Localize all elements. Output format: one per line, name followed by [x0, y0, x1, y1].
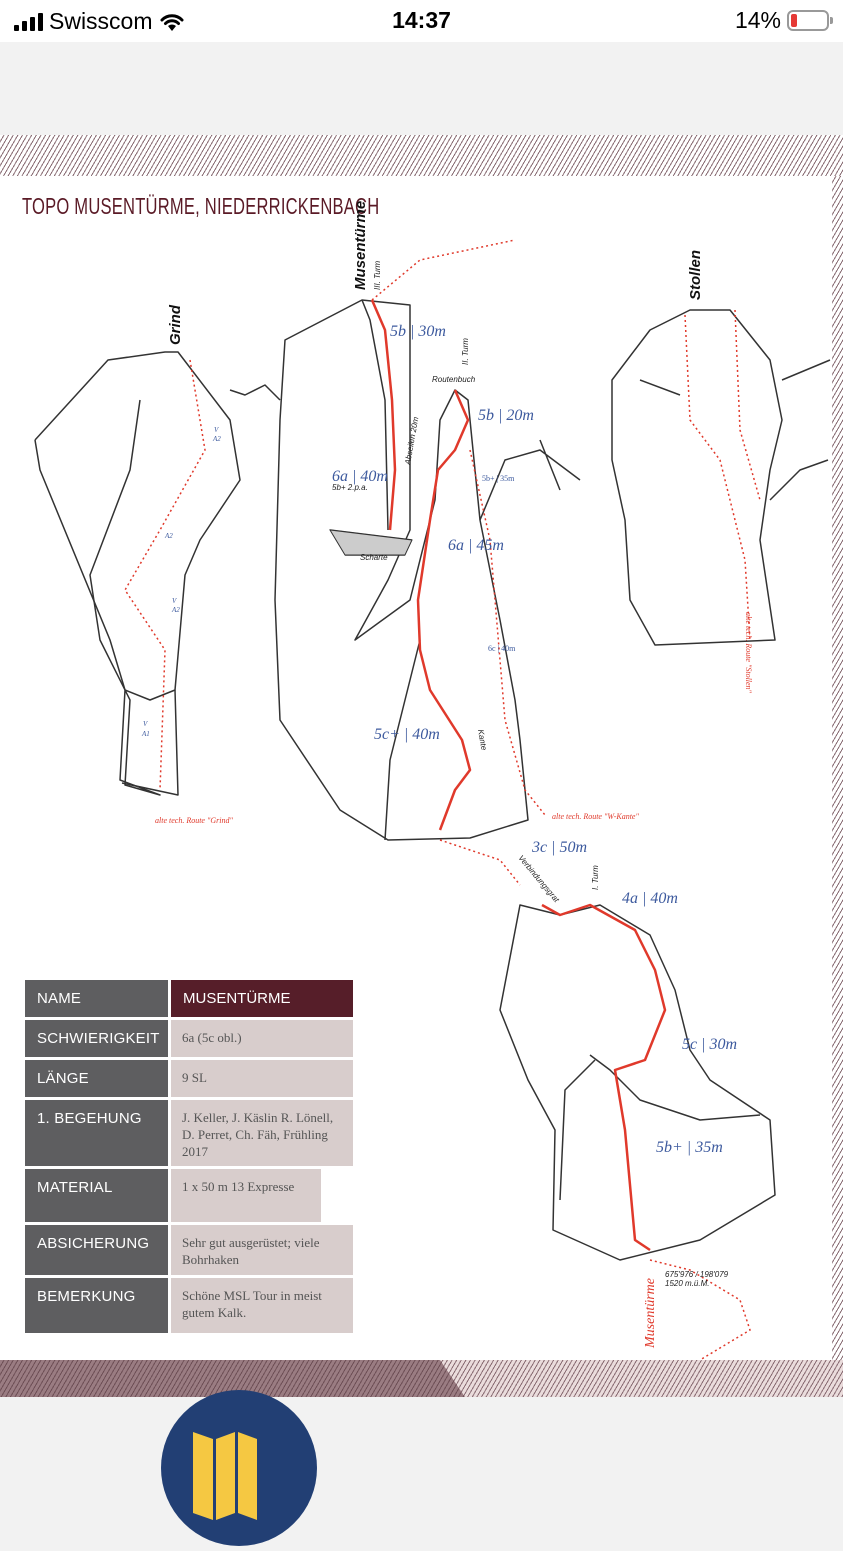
grade-label: 5b | 20m: [478, 407, 534, 424]
carrier: Swisscom: [14, 8, 185, 35]
start-label: Musentürme: [643, 1278, 658, 1349]
old-route-label-grind: alte tech. Route "Grind": [155, 816, 233, 825]
row-label: ABSICHERUNG: [25, 1225, 168, 1275]
topo-drawing: Grind Musentürme Stollen III. Turm II. T…: [34, 201, 831, 1360]
label-pa: 5b+ 2.p.a.: [332, 483, 368, 492]
row-label: 1. BEGEHUNG: [25, 1100, 168, 1166]
grind-rock: [34, 351, 241, 796]
tower-label-stollen: Stollen: [687, 250, 704, 300]
grind-label: A2: [164, 532, 173, 540]
label-ii-turm: II. Turm: [461, 338, 470, 365]
row-label: MATERIAL: [25, 1169, 168, 1222]
label-altitude: 1520 m.ü.M.: [665, 1279, 709, 1288]
row-value: J. Keller, J. Käslin R. Lönell, D. Perre…: [171, 1100, 353, 1166]
grind-label: A1: [141, 730, 150, 738]
signal-icon: [14, 12, 43, 31]
grind-label: V: [172, 597, 177, 605]
row-value: Schöne MSL Tour in meist gutem Kalk.: [171, 1278, 353, 1333]
tower-label-grind: Grind: [167, 304, 184, 345]
label-scharte: Scharte: [360, 553, 388, 562]
battery-status: 14%: [734, 7, 833, 34]
tower-label-musentuerme: Musentürme: [352, 201, 369, 290]
row-label: BEMERKUNG: [25, 1278, 168, 1333]
label-verbindungsgrat: Verbindungsgrat: [516, 854, 561, 905]
stollen-rock: [611, 309, 783, 646]
tower-one-rock: [499, 904, 776, 1261]
grind-label: A2: [171, 606, 180, 614]
status-bar: Swisscom 14:37 14%: [0, 0, 843, 42]
grade-label: 6a | 45m: [448, 537, 504, 554]
row-label: NAME: [25, 980, 168, 1017]
old-route-label-wkante: alte tech. Route "W-Kante": [552, 812, 639, 821]
grade-label: 5c+ | 40m: [374, 726, 440, 743]
row-label: SCHWIERIGKEIT: [25, 1020, 168, 1057]
grind-label: A2: [212, 435, 221, 443]
battery-percent: 14%: [734, 7, 781, 33]
old-route-stollen: [684, 309, 761, 641]
right-hatch-strip: [832, 176, 843, 1360]
musentuerme-rock: [274, 299, 529, 841]
label-i-turm: I. Turm: [591, 865, 600, 890]
row-label: LÄNGE: [25, 1060, 168, 1097]
topo-title: TOPO MUSENTÜRME, NIEDERRICKENBACH: [22, 193, 380, 219]
top-hatch-band: [0, 135, 843, 176]
label-variant-6c: 6c | 40m: [488, 644, 516, 653]
clock: 14:37: [392, 7, 451, 33]
old-route-label-stollen: alte tech. Route "Stollen": [744, 612, 753, 694]
row-value: 6a (5c obl.): [171, 1020, 353, 1057]
label-iii-turm: III. Turm: [373, 260, 382, 290]
map-icon: [193, 1432, 257, 1520]
grind-label: V: [214, 426, 219, 434]
map-button[interactable]: [161, 1390, 317, 1546]
grade-label: 6a | 40m: [332, 468, 388, 485]
label-variant-5bplus: 5b+ | 35m: [482, 474, 515, 483]
row-value: 9 SL: [171, 1060, 353, 1097]
row-value: 1 x 50 m 13 Expresse: [171, 1169, 321, 1222]
label-routenbuch: Routenbuch: [432, 375, 476, 384]
battery-icon: [787, 10, 833, 31]
grade-label: 5b+ | 35m: [656, 1139, 723, 1156]
label-abseilen: Abseilen 20m: [403, 416, 421, 467]
label-coords: 675'976 / 198'079: [665, 1270, 729, 1279]
grade-label: 4a | 40m: [622, 890, 678, 907]
grade-label: 3c | 50m: [531, 839, 587, 856]
wifi-icon: [160, 13, 184, 31]
old-route-wkante: [469, 449, 546, 816]
row-value: Sehr gut ausgerüstet; viele Bohrhaken: [171, 1225, 353, 1275]
grade-label: 5c | 30m: [682, 1036, 737, 1053]
grade-label: 5b | 30m: [390, 323, 446, 340]
label-kante: Kante: [476, 729, 489, 752]
route-main: [370, 299, 667, 1252]
row-value: MUSENTÜRME: [171, 980, 353, 1017]
grind-label: V: [143, 720, 148, 728]
carrier-name: Swisscom: [49, 8, 153, 34]
